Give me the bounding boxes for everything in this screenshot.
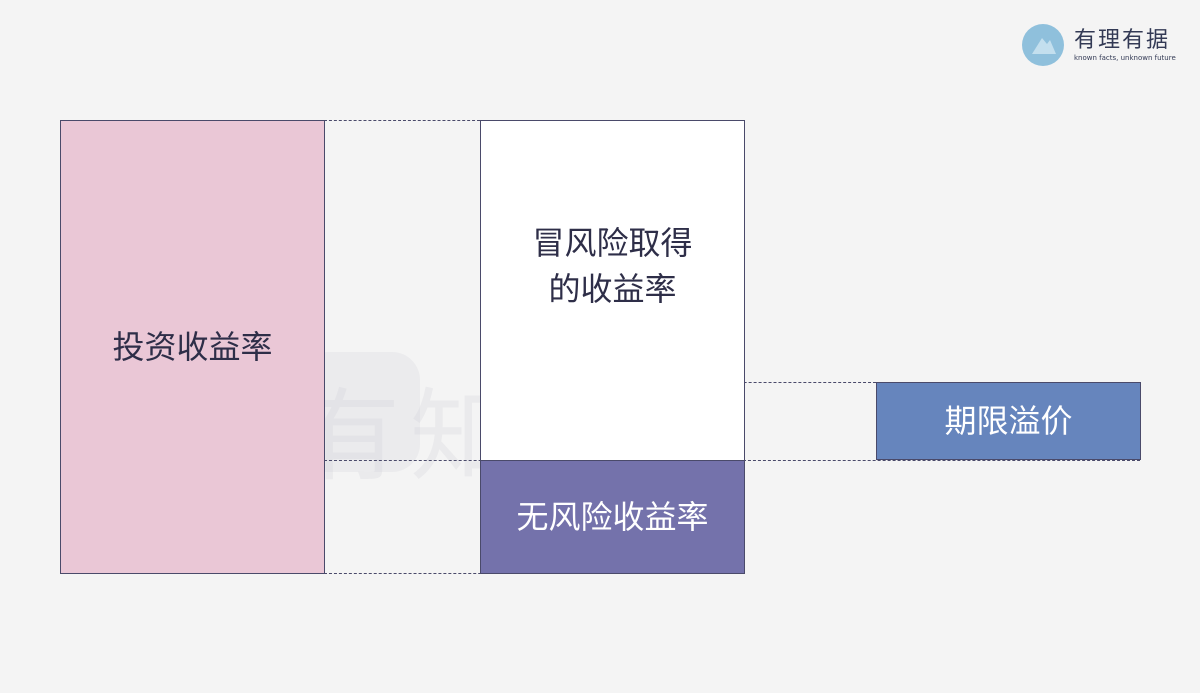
logo-title: 有理有据: [1074, 27, 1171, 53]
dashed-line-top: [324, 120, 480, 121]
logo-mountain-icon: [1022, 24, 1064, 66]
investment-return-label: 投资收益率: [112, 328, 273, 366]
risk-free-box: 无风险收益率: [480, 460, 745, 574]
logo-subtitle: known facts, unknown future: [1074, 53, 1176, 62]
risk-free-label: 无风险收益率: [516, 498, 709, 536]
term-premium-box: 期限溢价: [876, 382, 1141, 460]
risk-return-label-line2: 的收益率: [548, 269, 677, 308]
term-premium-label: 期限溢价: [944, 402, 1073, 440]
investment-return-box: 投资收益率: [60, 120, 325, 574]
risk-return-label-line1: 冒风险取得: [532, 223, 693, 262]
logo: 有理有据 known facts, unknown future: [1022, 24, 1176, 66]
risk-return-box: 冒风险取得 的收益率: [480, 120, 745, 461]
